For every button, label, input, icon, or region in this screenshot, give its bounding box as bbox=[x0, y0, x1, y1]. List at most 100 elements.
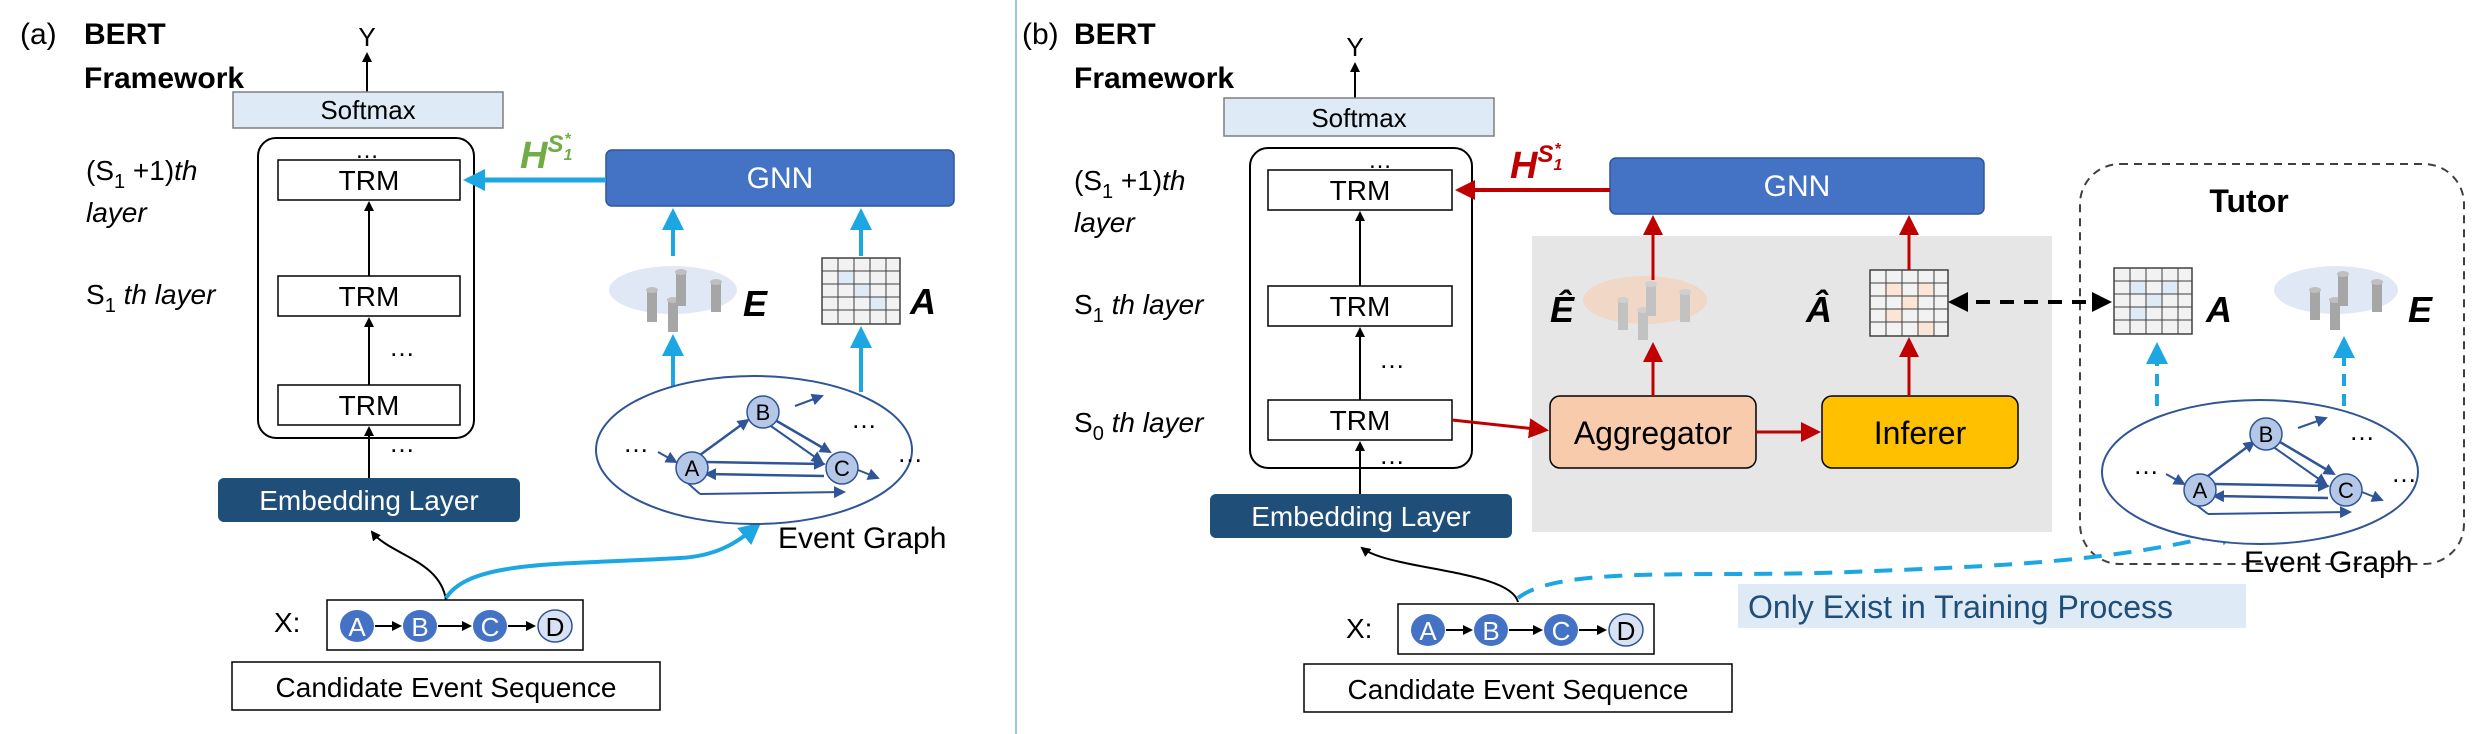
panel-b-arrow-trm-aggregator bbox=[1451, 418, 1549, 439]
panel-a-graph-dots-top: … bbox=[851, 404, 877, 434]
panel-a-trm-bot-label: TRM bbox=[339, 390, 400, 421]
panel-b-graph-node-b-label: B bbox=[2259, 422, 2274, 447]
panel-a-tag: (a) bbox=[20, 18, 57, 51]
panel-b-graph-node-c bbox=[2329, 473, 2363, 507]
panel-a-framework-title-2: Framework bbox=[84, 62, 244, 95]
panel-a-graph-dots-left: … bbox=[623, 428, 649, 458]
panel-b-trm-top-label: TRM bbox=[1330, 175, 1391, 206]
panel-b-gnn-box bbox=[1609, 157, 1985, 215]
panel-a-e-label: E bbox=[743, 283, 768, 324]
panel-b-layer-bot-label: S0 th layer bbox=[1074, 407, 1205, 445]
panel-a-seq-node-b-label: B bbox=[411, 612, 428, 642]
panel-a-candidate-label: Candidate Event Sequence bbox=[276, 672, 617, 703]
panel-a-seq-node-b bbox=[403, 610, 437, 642]
panel-b-graph-dots-left: … bbox=[2133, 450, 2159, 480]
panel-b-seq-node-c-label: C bbox=[1552, 616, 1571, 646]
panel-a-embedding-layer bbox=[218, 478, 520, 522]
panel-a-h-label: HS1* bbox=[520, 131, 572, 177]
panel-a-event-graph bbox=[595, 375, 913, 525]
panel-b-arrow-input-embedding bbox=[1360, 546, 1519, 603]
panel-b-tutor-box bbox=[2079, 163, 2465, 565]
panel-b: (b) BERT Framework Tutor Y Softmax … TRM… bbox=[1022, 18, 2465, 713]
panel-a-bert-stack bbox=[257, 137, 475, 439]
panel-b-trm-mid bbox=[1267, 285, 1453, 327]
panel-a-graph-dots-right: … bbox=[897, 438, 923, 468]
panel-a-a-label: A bbox=[909, 281, 936, 322]
panel-b-x-label: X: bbox=[1346, 613, 1372, 644]
panel-b-sequence-nodes: A B C D bbox=[1411, 613, 1644, 647]
panel-b-embedding-layer bbox=[1210, 494, 1512, 538]
panel-a-trm-bot bbox=[277, 384, 461, 426]
panel-b-seq-node-a bbox=[1411, 614, 1445, 646]
panel-a-layer-top-label: (S1 +1)th bbox=[86, 155, 198, 193]
panel-b-seq-node-d bbox=[1608, 613, 1644, 647]
panel-b-candidate-label: Candidate Event Sequence bbox=[1348, 674, 1689, 705]
panel-a-graph-node-c-label: C bbox=[834, 456, 850, 481]
panel-a-dots-bot: … bbox=[389, 428, 415, 458]
panel-b-framework-title-2: Framework bbox=[1074, 62, 1234, 95]
panel-b-tutor-e-embedding-icon bbox=[2274, 266, 2398, 330]
panel-b-layer-mid-label: S1 th layer bbox=[1074, 289, 1205, 327]
panel-a-gnn-label: GNN bbox=[747, 162, 814, 195]
panel-b-graph-node-b bbox=[2249, 417, 2283, 451]
panel-a-seq-node-c bbox=[473, 610, 507, 642]
panel-a-x-label: X: bbox=[274, 607, 300, 638]
panel-b-seq-node-a-label: A bbox=[1419, 616, 1437, 646]
panel-b-graph-node-a bbox=[2183, 473, 2217, 507]
panel-a-graph-node-b-label: B bbox=[756, 400, 771, 425]
panel-b-seq-node-b-label: B bbox=[1482, 616, 1499, 646]
panel-a-arrow-input-graph bbox=[444, 522, 762, 600]
panel-b-e-hat-embedding-icon bbox=[1583, 276, 1707, 340]
panel-a-layer-mid-label: S1 th layer bbox=[86, 279, 217, 317]
panel-a-output-y: Y bbox=[358, 22, 375, 52]
panel-a-graph-node-a bbox=[675, 451, 709, 485]
panel-b-tag: (b) bbox=[1022, 18, 1059, 51]
panel-b-embedding-label: Embedding Layer bbox=[1251, 501, 1470, 532]
panel-b-layer-top-label: (S1 +1)th bbox=[1074, 165, 1186, 203]
panel-b-inferer-box bbox=[1821, 395, 2019, 469]
panel-a-arrow-input-embedding bbox=[370, 530, 447, 601]
panel-b-seq-node-c bbox=[1544, 614, 1578, 646]
panel-b-event-graph-label: Event Graph bbox=[2244, 546, 2412, 579]
panel-b-arrow-input-graph bbox=[1516, 524, 2242, 600]
panel-b-layer-top-label-2: layer bbox=[1074, 207, 1136, 238]
panel-a-sequence-nodes: A B C D bbox=[340, 609, 573, 643]
panel-b-e-hat-label: Ê bbox=[1550, 288, 1575, 330]
panel-b-seq-node-d-label: D bbox=[1617, 616, 1636, 646]
panel-b-h-label: HS1* bbox=[1510, 141, 1562, 187]
panel-b-tutor-label: Tutor bbox=[2209, 183, 2288, 219]
panel-b-event-graph bbox=[2101, 399, 2419, 545]
panel-b-graph-edges bbox=[2165, 415, 2384, 519]
panel-a-softmax-box bbox=[232, 91, 504, 129]
panel-b-graph-dots-top: … bbox=[2349, 416, 2375, 446]
panel-b-trm-bot bbox=[1267, 399, 1453, 441]
panel-a-layer-top-label-2: layer bbox=[86, 197, 148, 228]
panel-a-a-matrix-icon bbox=[821, 257, 901, 325]
panel-b-graph-node-a-label: A bbox=[2193, 478, 2208, 503]
panel-b-trm-bot-label: TRM bbox=[1330, 405, 1391, 436]
panel-b-tutor-a-matrix-icon bbox=[2113, 267, 2193, 335]
panel-a-seq-node-d-label: D bbox=[546, 612, 565, 642]
panel-a-trm-top-label: TRM bbox=[339, 165, 400, 196]
panel-b-softmax-label: Softmax bbox=[1311, 103, 1406, 133]
panel-a-trm-top bbox=[277, 159, 461, 201]
panel-b-seq-node-b bbox=[1474, 614, 1508, 646]
panel-b-graph-dots-right: … bbox=[2391, 458, 2417, 488]
panel-b-dots-mid: … bbox=[1379, 344, 1405, 374]
panel-a-seq-node-a-label: A bbox=[348, 612, 366, 642]
panel-a-embedding-label: Embedding Layer bbox=[259, 485, 478, 516]
panel-a-graph-node-b bbox=[746, 395, 780, 429]
panel-b-framework-title-1: BERT bbox=[1074, 18, 1156, 51]
panel-a-candidate-box bbox=[231, 661, 661, 711]
panel-b-only-exist-label: Only Exist in Training Process bbox=[1748, 589, 2173, 625]
panel-a: (a) BERT Framework Y Softmax … TRM TRM …… bbox=[20, 18, 955, 711]
panel-b-tutor-a-label: A bbox=[2205, 289, 2232, 330]
panel-b-output-y: Y bbox=[1346, 32, 1363, 62]
panel-a-framework-title-1: BERT bbox=[84, 18, 166, 51]
panel-a-trm-mid bbox=[277, 275, 461, 317]
panel-a-seq-node-a bbox=[340, 610, 374, 642]
panel-b-tutor-e-label: E bbox=[2408, 289, 2433, 330]
panel-a-graph-edges bbox=[657, 393, 880, 499]
panel-a-e-embedding-icon bbox=[609, 266, 737, 332]
